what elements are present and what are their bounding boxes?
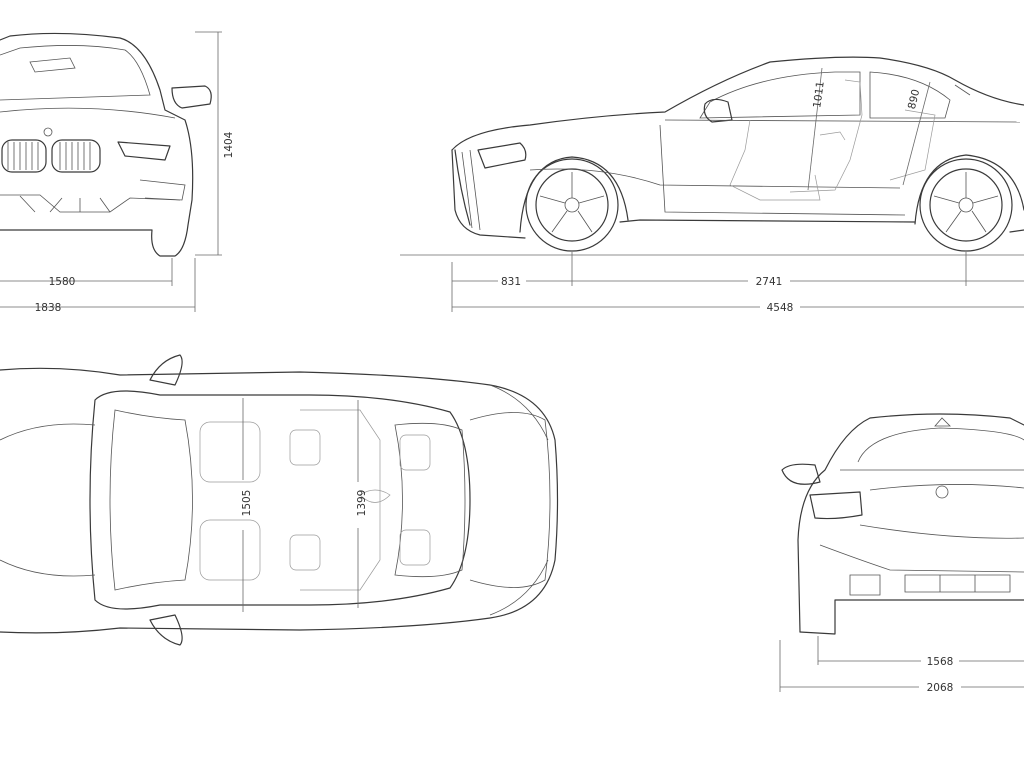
front-track-label: 1580 xyxy=(49,276,76,288)
overall-height-label: 1404 xyxy=(223,131,235,158)
front-view: 1404 1580 1838 xyxy=(0,31,235,314)
side-view: 1011 890 831 2741 4548 xyxy=(400,56,1024,314)
overall-length-label: 4548 xyxy=(767,302,794,314)
rear-track-label: 1568 xyxy=(927,656,954,668)
rear-shoulder-width-label: 1399 xyxy=(356,490,368,517)
width-incl-mirrors-label: 2068 xyxy=(927,682,954,694)
front-shoulder-width-label: 1505 xyxy=(241,490,253,517)
rear-view: 1568 2068 xyxy=(779,413,1024,694)
wheelbase-label: 2741 xyxy=(756,276,783,288)
overall-width-label: 1838 xyxy=(35,302,62,314)
top-view: 1505 1399 xyxy=(0,354,559,646)
front-headroom-label: 1011 xyxy=(811,81,827,109)
rear-headroom-label: 890 xyxy=(906,88,922,110)
kidney-grille xyxy=(1,139,101,173)
front-overhang-label: 831 xyxy=(501,276,521,288)
